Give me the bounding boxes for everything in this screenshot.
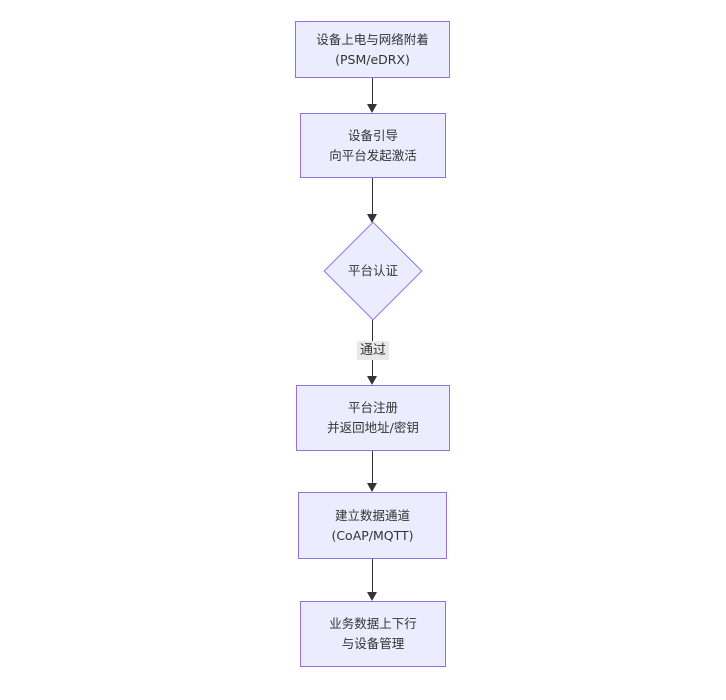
arrowhead-down-icon [367, 376, 377, 385]
node-label-line: 并返回地址/密钥 [327, 420, 419, 435]
arrowhead-down-icon [367, 483, 377, 492]
node-label-line: 建立数据通道 [334, 507, 410, 523]
node-label-line: 设备上电与网络附着 [316, 31, 429, 47]
node-label-line: 业务数据上下行 [329, 616, 417, 631]
arrowhead-down-icon [367, 592, 377, 601]
node-business-data-mgmt: 业务数据上下行 与设备管理 [300, 601, 446, 667]
node-power-on-attach: 设备上电与网络附着 (PSM/eDRX) [295, 21, 450, 78]
node-data-channel: 建立数据通道 (CoAP/MQTT) [298, 492, 447, 559]
arrowhead-down-icon [367, 104, 377, 113]
connector-line [372, 78, 373, 105]
connector-line [372, 178, 373, 215]
node-platform-register: 平台注册 并返回地址/密钥 [296, 385, 450, 451]
node-label-line: 与设备管理 [341, 636, 405, 651]
arrowhead-down-icon [367, 214, 377, 223]
node-label-line: (PSM/eDRX) [335, 51, 410, 67]
connector-line [372, 451, 373, 484]
node-label-line: 设备引导 [347, 127, 398, 143]
edge-label-pass: 通过 [356, 341, 390, 360]
node-label-line: 向平台发起激活 [329, 147, 417, 163]
node-label-line: (CoAP/MQTT) [331, 527, 414, 543]
node-label-line: 平台认证 [347, 263, 398, 278]
connector-line [372, 559, 373, 593]
node-bootstrap-activate: 设备引导 向平台发起激活 [300, 113, 446, 178]
node-label-line: 平台注册 [347, 400, 398, 415]
